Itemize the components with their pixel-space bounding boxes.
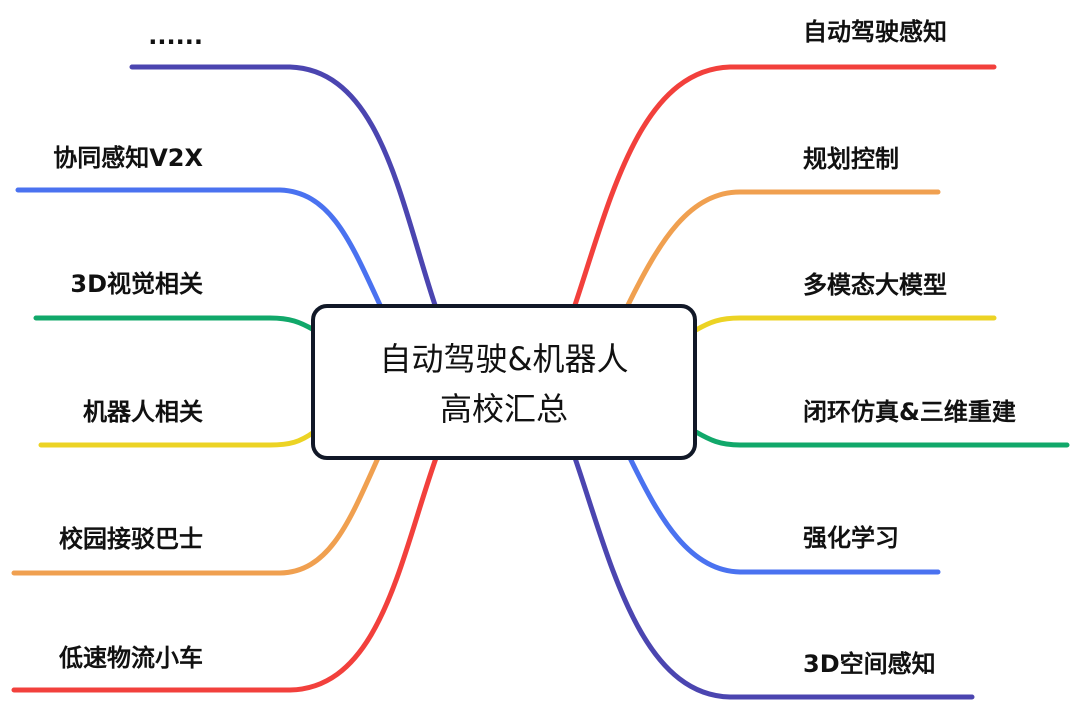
right-branch-5-curve bbox=[627, 455, 941, 575]
right-branch-3-curve bbox=[693, 315, 997, 333]
center-title-line-1: 自动驾驶&机器人 bbox=[380, 340, 629, 378]
right-branch-6-curve bbox=[572, 455, 975, 700]
left-branch-label: 3D视觉相关 bbox=[70, 270, 203, 298]
right-branch-4-curve bbox=[693, 429, 1070, 448]
branch-curves bbox=[11, 64, 1070, 700]
center-box bbox=[311, 304, 697, 460]
left-branch-label: 校园接驳巴士 bbox=[59, 525, 203, 553]
right-branch-label: 自动驾驶感知 bbox=[803, 18, 947, 46]
left-labels: ...... 协同感知V2X 3D视觉相关 机器人相关 校园接驳巴士 低速物流小… bbox=[53, 22, 203, 672]
right-branch-label: 强化学习 bbox=[803, 524, 899, 552]
left-branch-label: ...... bbox=[148, 22, 203, 50]
right-branch-1-curve bbox=[572, 64, 997, 308]
left-branch-label: 低速物流小车 bbox=[58, 644, 203, 672]
left-branch-2-curve bbox=[15, 187, 383, 308]
right-branch-2-curve bbox=[625, 189, 941, 308]
right-branch-label: 规划控制 bbox=[803, 145, 899, 173]
right-labels: 自动驾驶感知 规划控制 多模态大模型 闭环仿真&三维重建 强化学习 3D空间感知 bbox=[803, 18, 1016, 678]
left-branch-1-curve bbox=[129, 64, 438, 308]
left-branch-3-curve bbox=[33, 315, 317, 333]
right-branch-label: 多模态大模型 bbox=[803, 271, 947, 299]
left-branch-label: 机器人相关 bbox=[83, 398, 203, 426]
right-branch-label: 闭环仿真&三维重建 bbox=[803, 398, 1016, 426]
center-title-line-2: 高校汇总 bbox=[440, 390, 568, 428]
left-branch-5-curve bbox=[11, 455, 381, 576]
left-branch-label: 协同感知V2X bbox=[53, 144, 203, 172]
right-branch-label: 3D空间感知 bbox=[803, 650, 936, 678]
left-branch-4-curve bbox=[38, 429, 317, 448]
center-node: 自动驾驶&机器人 高校汇总 bbox=[311, 304, 697, 460]
left-branch-6-curve bbox=[11, 455, 439, 693]
